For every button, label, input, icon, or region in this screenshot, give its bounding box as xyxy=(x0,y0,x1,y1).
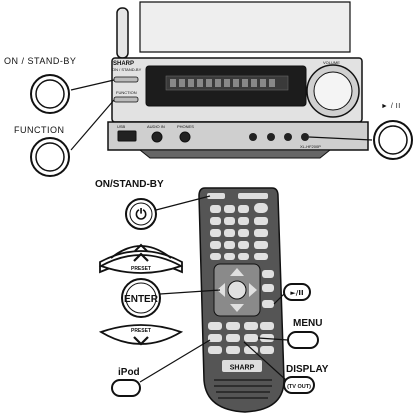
unit-transport-button-2[interactable] xyxy=(267,133,275,141)
unit-lower-strip xyxy=(107,121,369,151)
callout-ipod xyxy=(111,339,211,397)
enter-label: ENTER xyxy=(124,294,159,305)
unit-model-label: XL-HF200P xyxy=(300,144,321,149)
on-standby-unit-label: ON / STAND-BY xyxy=(4,56,77,66)
unit-play-pause-button[interactable] xyxy=(301,133,309,141)
callout-display-box xyxy=(283,376,315,394)
callout-function-unit xyxy=(30,99,115,177)
display-label: DISPLAY xyxy=(286,364,329,375)
remote-key-grid xyxy=(210,203,268,260)
tv-out-label: (TV OUT) xyxy=(287,384,311,390)
remote-control: SHARP xyxy=(198,187,285,413)
remote-play-pause-glyph: ►/II xyxy=(290,289,303,297)
callout-preset-down: PRESET xyxy=(98,324,184,346)
unit-brand-label: SHARP xyxy=(113,61,134,67)
callout-menu-box xyxy=(287,331,319,349)
callout-remote-power: ⏻ xyxy=(125,195,211,230)
preset-down-label: PRESET xyxy=(131,328,151,334)
callout-display: (TV OUT) xyxy=(243,341,315,394)
unit-transport-button-3[interactable] xyxy=(284,133,292,141)
unit-power-small-label: ON / STAND-BY xyxy=(112,67,142,72)
play-pause-unit-label: ► / II xyxy=(381,103,401,110)
unit-audio-in-jack[interactable] xyxy=(151,131,163,143)
callout-remote-play-pause: ►/II xyxy=(273,283,311,305)
callout-power-unit xyxy=(30,74,115,114)
unit-function-small-label: FUNCTION xyxy=(116,90,137,95)
callout-enter: ENTER xyxy=(121,278,221,318)
remote-enter-key[interactable] xyxy=(227,280,247,300)
remote-play-pause-key[interactable] xyxy=(262,300,274,308)
remote-top-power-key[interactable] xyxy=(207,193,225,199)
on-standby-remote-label: ON/STAND-BY xyxy=(95,179,164,190)
menu-label: MENU xyxy=(293,318,323,329)
function-unit-label: FUNCTION xyxy=(14,125,65,135)
unit-audio-in-label: AUDIO IN xyxy=(147,124,165,129)
power-icon: ⏻ xyxy=(135,207,146,223)
callout-remote-play-pause-box xyxy=(283,283,311,301)
main-unit: SHARP xyxy=(107,1,369,159)
unit-volume-label: VOLUME xyxy=(323,60,340,65)
callout-preset-up: PRESET xyxy=(98,243,184,274)
callout-ipod-box xyxy=(111,379,141,397)
antenna xyxy=(116,7,129,59)
remote-brand-label: SHARP xyxy=(230,365,255,372)
unit-phones-label: PHONES xyxy=(177,124,194,129)
preset-up-label: PRESET xyxy=(131,266,151,272)
callout-play-pause-unit xyxy=(308,120,413,160)
unit-usb-port[interactable] xyxy=(117,130,137,142)
unit-usb-label: USB xyxy=(117,124,126,129)
unit-transport-button-1[interactable] xyxy=(249,133,257,141)
unit-power-button[interactable] xyxy=(113,76,139,83)
callout-menu xyxy=(257,331,319,349)
unit-function-button[interactable] xyxy=(113,96,139,103)
unit-phones-jack[interactable] xyxy=(179,131,191,143)
ipod-label: iPod xyxy=(118,367,140,378)
